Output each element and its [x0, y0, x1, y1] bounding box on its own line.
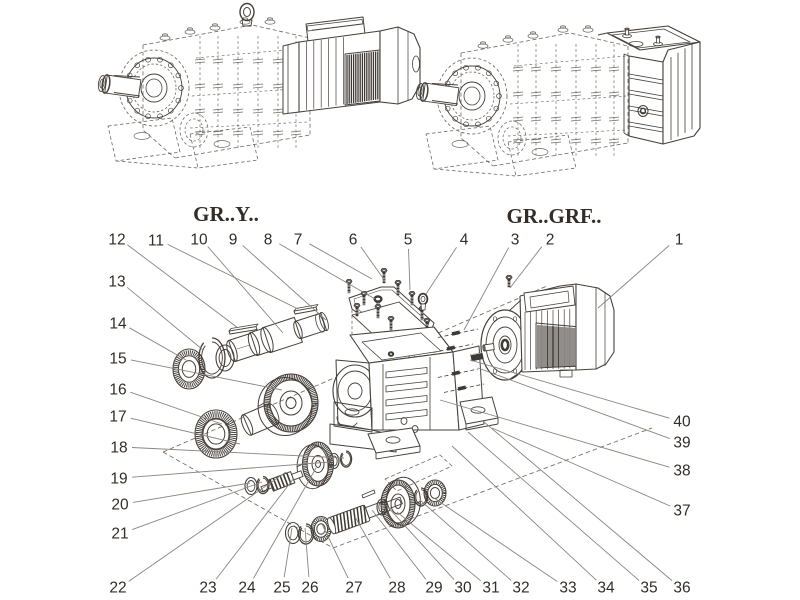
svg-text:21: 21 [111, 526, 128, 543]
svg-text:4: 4 [460, 232, 469, 249]
svg-text:22: 22 [109, 580, 126, 597]
svg-text:13: 13 [108, 274, 125, 291]
svg-text:28: 28 [388, 580, 405, 597]
svg-text:36: 36 [673, 580, 690, 597]
svg-text:30: 30 [454, 580, 472, 597]
svg-text:8: 8 [264, 232, 273, 249]
svg-text:17: 17 [109, 409, 126, 426]
svg-text:2: 2 [546, 232, 555, 249]
svg-text:1: 1 [675, 232, 684, 249]
svg-text:25: 25 [273, 580, 290, 597]
svg-text:6: 6 [349, 232, 358, 249]
svg-text:27: 27 [345, 580, 362, 597]
svg-text:26: 26 [301, 580, 318, 597]
svg-text:GR..GRF..: GR..GRF.. [507, 204, 602, 228]
svg-text:37: 37 [673, 503, 690, 520]
svg-text:16: 16 [109, 382, 126, 399]
svg-text:38: 38 [673, 463, 690, 480]
svg-text:39: 39 [673, 435, 690, 452]
svg-text:18: 18 [110, 440, 127, 457]
svg-text:29: 29 [425, 580, 442, 597]
svg-text:10: 10 [190, 232, 208, 249]
svg-text:20: 20 [111, 497, 129, 514]
svg-text:7: 7 [294, 232, 303, 249]
svg-text:31: 31 [482, 580, 499, 597]
svg-text:GR..Y..: GR..Y.. [193, 202, 259, 226]
svg-text:9: 9 [229, 232, 238, 249]
svg-text:11: 11 [148, 233, 164, 250]
svg-text:23: 23 [199, 580, 216, 597]
svg-text:24: 24 [238, 580, 256, 597]
svg-text:32: 32 [512, 580, 529, 597]
svg-text:3: 3 [511, 232, 520, 249]
svg-text:15: 15 [109, 351, 126, 368]
svg-text:40: 40 [673, 414, 691, 431]
svg-text:5: 5 [404, 232, 413, 249]
svg-text:12: 12 [108, 232, 125, 249]
svg-text:19: 19 [110, 471, 127, 488]
svg-text:14: 14 [109, 316, 127, 333]
svg-text:33: 33 [559, 580, 576, 597]
svg-text:35: 35 [640, 580, 657, 597]
svg-text:34: 34 [597, 580, 615, 597]
